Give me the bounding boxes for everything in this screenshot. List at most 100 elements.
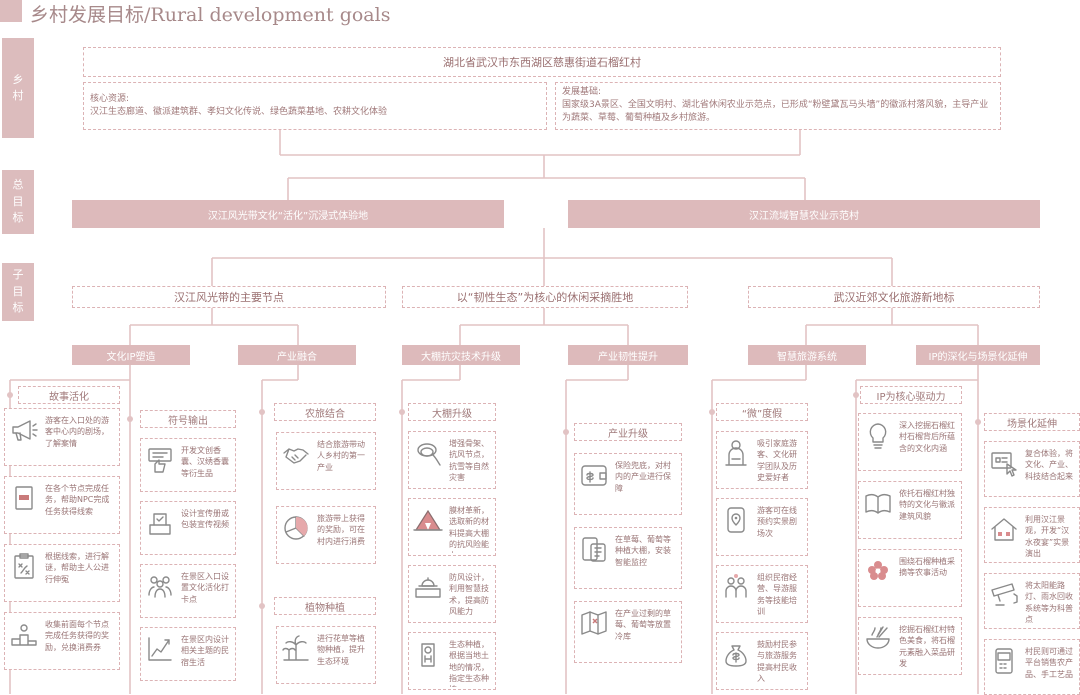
category-industry-fusion: 产业融合 — [238, 345, 356, 365]
connector-dot — [399, 409, 405, 415]
doorhanger-icon — [413, 639, 443, 673]
category-smart-tourism: 智慧旅游系统 — [748, 345, 866, 365]
openbook-icon — [863, 488, 893, 522]
goal-cultural-experience: 汉江风光带文化“活化”沉浸式体验地 — [72, 200, 504, 228]
ipcore-item-text: 深入挖掘石榴红村石榴背后所蕴含的文化内涵 — [899, 421, 955, 453]
phonepin-icon — [721, 505, 751, 539]
greenhouse-item-text: 增强骨架、抗风节点，抗雪等自然灾害 — [449, 439, 489, 483]
scene-item-text: 将太阳能路灯、雨水回收系统等为科普点 — [1025, 581, 1073, 625]
connector-dot — [563, 429, 569, 435]
symbol-item: 设计宣传册或包装宣传视频 — [140, 501, 236, 555]
chart-icon — [145, 634, 175, 668]
side-label-village: 乡 村 — [2, 38, 34, 138]
micro-item-text: 吸引家庭游客、文化研学团队及历史爱好者 — [757, 439, 797, 483]
basis-label: 发展基础: — [562, 87, 602, 97]
agritour-item: 旅游带上获得的奖励，可在村内进行消费 — [276, 506, 376, 564]
subhead-plant: 植物种植 — [274, 597, 376, 615]
ipcore-item: 围绕石榴种植采摘等农事活动 — [858, 549, 962, 607]
connector-dot — [709, 409, 715, 415]
greenhouse-item: 增强骨架、抗风节点，抗雪等自然灾害 — [408, 431, 496, 489]
goal-smart-agriculture: 汉江流域智慧农业示范村 — [568, 200, 1040, 228]
map-icon — [579, 608, 609, 642]
story-item: 根据线索，进行解谜，帮助主人公进行伸冤 — [4, 544, 120, 602]
ipcore-item: 挖掘石榴红村特色美食，将石榴元素融入菜品研发 — [858, 617, 962, 675]
greenhouse-item-text: 膜材革新，选取新的材料提高大棚的抗风险能力 — [449, 506, 489, 553]
category-ip-deepening: IP的深化与场景化延伸 — [916, 345, 1040, 365]
book-icon — [9, 483, 39, 517]
greenhouse-item: 生态种植，根据当地土地的情况，指定生态种植 — [408, 632, 496, 690]
symbol-item: 在景区入口设置文化活化打卡点 — [140, 564, 236, 618]
agritour-item-text: 旅游带上获得的奖励，可在村内进行消费 — [317, 514, 365, 546]
scene-item: 村民则可通过平台销售农产品、手工艺品 — [984, 639, 1080, 695]
greenhouse-item-text: 防风设计，利用智慧技术，提高防风能力 — [449, 573, 489, 617]
story-item-text: 在各个节点完成任务，帮助NPC完成任务获得线索 — [45, 484, 110, 516]
industry-item: 在草莓、葡萄等种植大棚，安装智能监控 — [574, 527, 682, 589]
story-item: 在各个节点完成任务，帮助NPC完成任务获得线索 — [4, 476, 120, 534]
story-item-text: 游客在入口处的游客中心内的剧场，了解案情 — [45, 416, 109, 448]
category-industry-resilience: 产业韧性提升 — [568, 345, 688, 365]
connector-dot — [259, 409, 265, 415]
people-icon — [721, 572, 751, 606]
village-basis-box: 发展基础: 国家级3A景区、全国文明村、湖北省休闲农业示范点，已形成“粉壁黛瓦马… — [555, 82, 1001, 130]
subhead-scene: 场景化延伸 — [984, 413, 1080, 431]
plant-item: 进行花草等植物种植，提升生态环境 — [276, 626, 376, 684]
bulb-icon — [863, 420, 893, 454]
subgoal-label: 汉江风光带的主要节点 — [174, 291, 284, 304]
agritour-item: 结合旅游带动人乡村的第一产业 — [276, 432, 376, 490]
micro-item: 鼓励村民参与旅游服务提高村民收入 — [716, 632, 808, 690]
symbol-item: 在景区内设计相关主题的民宿生活 — [140, 627, 236, 681]
micro-item-text: 鼓励村民参与旅游服务提高村民收入 — [757, 640, 797, 684]
pie-icon — [281, 513, 311, 547]
subgoal-label: 以“韧性生态”为核心的休闲采摘胜地 — [456, 291, 634, 304]
side-label-subgoal: 子 目 标 — [2, 263, 34, 321]
palm-icon — [281, 633, 311, 667]
basis-text: 国家级3A景区、全国文明村、湖北省休闲农业示范点，已形成“粉壁黛瓦马头墙”的徽派… — [562, 100, 989, 124]
group-icon — [145, 571, 175, 605]
story-item-text: 收集前面每个节点完成任务获得的奖励，兑换消费券 — [45, 620, 109, 652]
symbol-item-text: 在景区内设计相关主题的民宿生活 — [181, 635, 229, 667]
side-label-goal: 总 目 标 — [2, 170, 34, 234]
wallet-icon — [579, 460, 609, 494]
subhead-industry: 产业升级 — [574, 423, 682, 441]
subhead-agritour: 农旅结合 — [274, 403, 376, 421]
rope-icon — [413, 438, 443, 472]
title-square — [0, 0, 22, 22]
subgoal-culture-tourism: 武汉近郊文化旅游新地标 — [748, 286, 1040, 308]
greenhouse-item: 膜材革新，选取新的材料提高大棚的抗风险能力 — [408, 498, 496, 556]
connector-dot — [853, 392, 859, 398]
industry-item: 保险兜底，对村内的产业进行保障 — [574, 453, 682, 515]
camera-icon — [989, 580, 1019, 614]
scene-item-text: 利用汉江景观，开发“汉水夜宴”实景演出 — [1025, 515, 1070, 559]
flower-icon — [863, 556, 893, 590]
industry-item-text: 保险兜底，对村内的产业进行保障 — [615, 461, 671, 493]
resources-text: 汉江生态廊道、徽派建筑群、孝妇文化传说、绿色蔬菜基地、农耕文化体验 — [90, 107, 388, 118]
ipcore-item-text: 依托石榴红村独特的文化与徽派建筑风貌 — [899, 489, 955, 521]
person-icon — [721, 438, 751, 472]
ipcore-item: 依托石榴红村独特的文化与徽派建筑风貌 — [858, 481, 962, 539]
bowl-icon — [863, 624, 893, 658]
ballot-icon — [145, 508, 175, 542]
resources-label: 核心资源: — [90, 94, 130, 104]
industry-item-text: 在草莓、葡萄等种植大棚，安装智能监控 — [615, 535, 671, 567]
story-item: 收集前面每个节点完成任务获得的奖励，兑换消费券 — [4, 612, 120, 670]
scene-item: 利用汉江景观，开发“汉水夜宴”实景演出 — [984, 507, 1080, 563]
scene-item: 复合体验，将文化、产业、科技结合起来 — [984, 441, 1080, 497]
subhead-greenhouse: 大棚升级 — [408, 403, 496, 421]
scene-item-text: 村民则可通过平台销售农产品、手工艺品 — [1025, 647, 1073, 679]
ipcore-item: 深入挖掘石榴红村石榴背后所蕴含的文化内涵 — [858, 413, 962, 471]
connector-dot — [975, 419, 981, 425]
moneybag-icon — [721, 639, 751, 673]
pay-icon — [989, 646, 1019, 680]
scene-item-text: 复合体验，将文化、产业、科技结合起来 — [1025, 449, 1073, 481]
greenhouse-item: 防风设计，利用智慧技术，提高防风能力 — [408, 565, 496, 623]
subgoal-resilient-ecology: 以“韧性生态”为核心的休闲采摘胜地 — [402, 286, 688, 308]
micro-item: 游客可在线预约实景剧场次 — [716, 498, 808, 556]
village-resources-box: 核心资源: 汉江生态廊道、徽派建筑群、孝妇文化传说、绿色蔬菜基地、农耕文化体验 — [83, 82, 547, 130]
industry-item-text: 在产业过剩的草莓、葡萄等放置冷库 — [615, 609, 671, 641]
scene-item: 将太阳能路灯、雨水回收系统等为科普点 — [984, 573, 1080, 629]
megaphone-icon — [9, 415, 39, 449]
subhead-micro: “微”度假 — [716, 403, 808, 421]
greenhouse-item-text: 生态种植，根据当地土地的情况，指定生态种植 — [449, 640, 489, 687]
story-item-text: 根据线索，进行解谜，帮助主人公进行伸冤 — [45, 552, 109, 584]
symbol-item-text: 设计宣传册或包装宣传视频 — [181, 509, 229, 530]
